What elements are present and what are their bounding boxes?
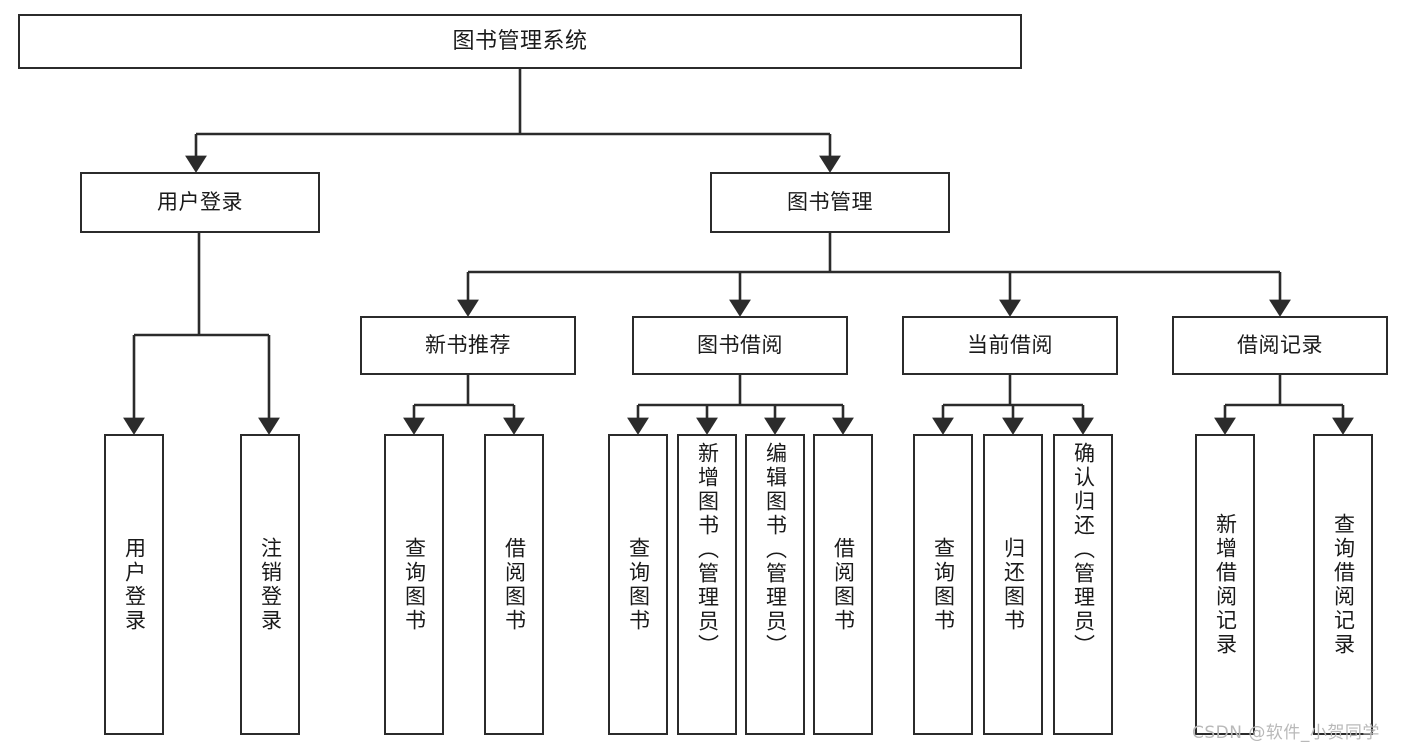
node-label: 查询图书 [931,536,956,633]
leaf-borrow-book[interactable]: 借阅图书 [813,434,873,735]
leaf-logout[interactable]: 注销登录 [240,434,300,735]
node-label: 用户登录 [122,536,147,633]
node-borrow-record[interactable]: 借阅记录 [1172,316,1388,375]
node-label: 图书管理 [787,189,873,214]
leaf-confirm-return-admin[interactable]: 确认归还（管理员） [1053,434,1113,735]
leaf-return-book[interactable]: 归还图书 [983,434,1043,735]
node-label: 归还图书 [1001,536,1026,633]
leaf-edit-book-admin[interactable]: 编辑图书（管理员） [745,434,805,735]
leaf-query-book-current[interactable]: 查询图书 [913,434,973,735]
node-label: 查询图书 [626,536,651,633]
leaf-borrow-book-new-book[interactable]: 借阅图书 [484,434,544,735]
node-label: 新增借阅记录 [1213,512,1238,657]
node-label: 查询图书 [402,536,427,633]
node-label: 新书推荐 [425,332,511,357]
leaf-query-book-borrow[interactable]: 查询图书 [608,434,668,735]
node-label: 借阅记录 [1237,332,1323,357]
node-label: 编辑图书（管理员） [763,442,788,658]
leaf-query-borrow-record[interactable]: 查询借阅记录 [1313,434,1373,735]
node-label: 当前借阅 [967,332,1053,357]
leaf-add-book-admin[interactable]: 新增图书（管理员） [677,434,737,735]
node-book-management[interactable]: 图书管理 [710,172,950,233]
node-label: 借阅图书 [502,536,527,633]
node-label: 图书借阅 [697,332,783,357]
node-user-login[interactable]: 用户登录 [80,172,320,233]
node-book-borrow[interactable]: 图书借阅 [632,316,848,375]
node-label: 注销登录 [258,536,283,633]
csdn-watermark: CSDN @软件_小贺同学 [1192,723,1380,743]
node-label: 用户登录 [157,189,243,214]
leaf-query-book-new-book[interactable]: 查询图书 [384,434,444,735]
node-label: 新增图书（管理员） [695,442,720,658]
node-label: 图书管理系统 [452,28,588,54]
node-label: 借阅图书 [831,536,856,633]
node-root-book-management-system[interactable]: 图书管理系统 [18,14,1022,69]
leaf-add-borrow-record[interactable]: 新增借阅记录 [1195,434,1255,735]
node-current-borrow[interactable]: 当前借阅 [902,316,1118,375]
node-label: 确认归还（管理员） [1071,442,1096,658]
node-new-book-recommend[interactable]: 新书推荐 [360,316,576,375]
leaf-user-login[interactable]: 用户登录 [104,434,164,735]
node-label: 查询借阅记录 [1331,512,1356,657]
